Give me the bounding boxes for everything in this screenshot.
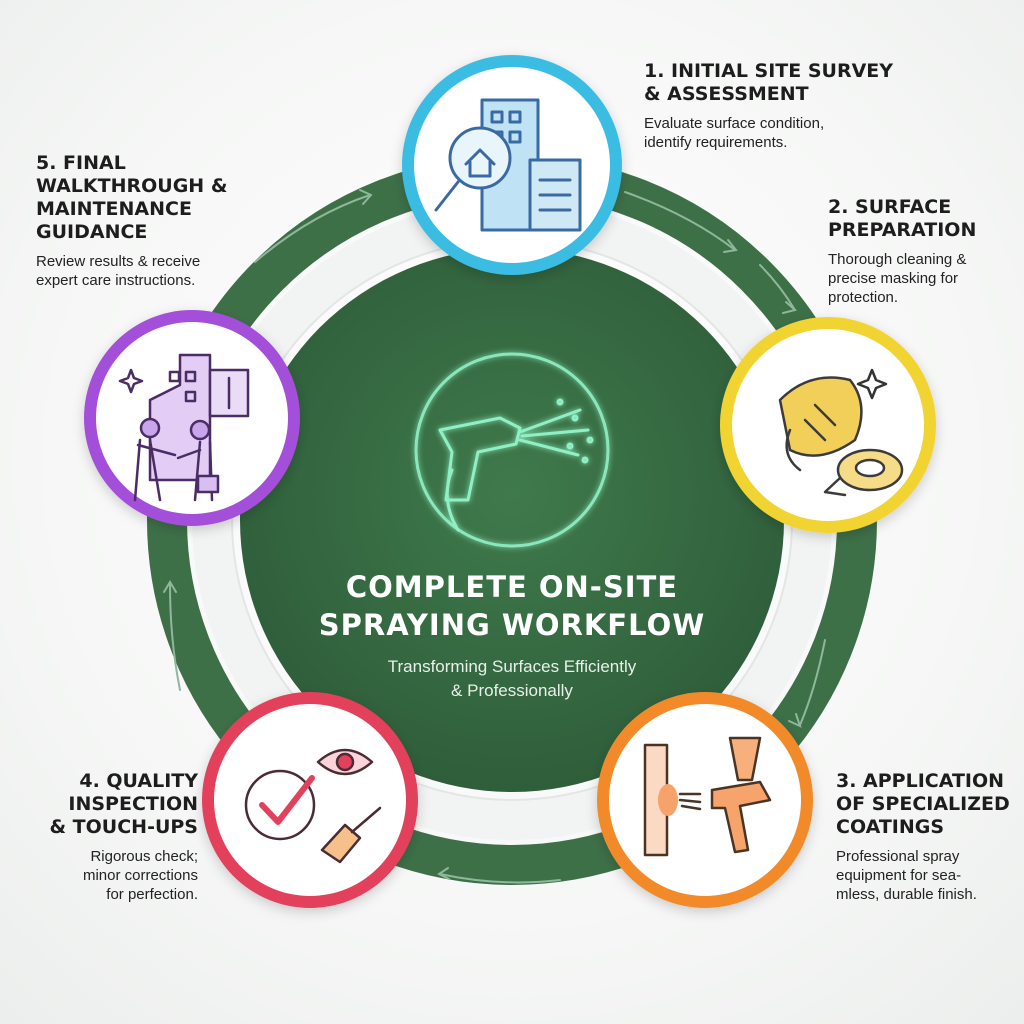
step-desc-line: Review results & receive <box>36 253 201 270</box>
arrow-icon <box>624 191 736 251</box>
step-title-line: 4. QUALITY <box>79 770 198 792</box>
step-description: Rigorous check; minor corrections for pe… <box>18 847 198 904</box>
step-title-line: GUIDANCE <box>36 221 148 243</box>
step-title-line: & TOUCH-UPS <box>49 816 199 838</box>
spray-gun-icon <box>643 736 772 857</box>
center-disc <box>240 248 784 792</box>
step-desc-line: Thorough cleaning & <box>828 251 967 268</box>
cycle-arrows <box>163 189 826 884</box>
step-title: 3. APPLICATION OF SPECIALIZED COATINGS <box>836 770 1018 839</box>
step-desc-line: for perfection. <box>106 886 198 903</box>
cleaning-masking-icon <box>778 368 904 497</box>
step-description: Review results & receive expert care ins… <box>36 252 256 290</box>
step-4-label: 4. QUALITY INSPECTION & TOUCH-UPS Rigoro… <box>18 770 199 904</box>
step-title: 5. FINAL WALKTHROUGH & MAINTENANCE GUIDA… <box>36 152 256 244</box>
step-title-line: PREPARATION <box>828 219 977 241</box>
survey-magnifier-icon <box>434 98 582 232</box>
step-title: 1. INITIAL SITE SURVEY & ASSESSMENT <box>644 60 924 106</box>
step-description: Professional spray equipment for sea- ml… <box>836 847 1018 904</box>
step-desc-line: Rigorous check; <box>90 848 198 865</box>
step-desc-line: protection. <box>828 289 899 306</box>
step-desc-line: identify requirements. <box>644 134 788 151</box>
step-3-label: 3. APPLICATION OF SPECIALIZED COATINGS P… <box>836 770 1018 904</box>
center-title: COMPLETE ON-SITE SPRAYING WORKFLOW <box>262 568 762 644</box>
arrow-icon <box>169 584 181 691</box>
center-subtitle: Transforming Surfaces Efficiently & Prof… <box>262 655 762 703</box>
step-1-label: 1. INITIAL SITE SURVEY & ASSESSMENT Eval… <box>644 60 924 152</box>
step-title-line: COATINGS <box>836 816 945 838</box>
step-desc-line: equipment for sea- <box>836 867 962 884</box>
arrow-icon <box>799 639 826 726</box>
step-title-line: 5. FINAL <box>36 152 126 174</box>
arrow-icon <box>439 873 561 884</box>
step-5-label: 5. FINAL WALKTHROUGH & MAINTENANCE GUIDA… <box>36 152 256 290</box>
step-title-line: & ASSESSMENT <box>644 83 809 105</box>
step-2-label: 2. SURFACE PREPARATION Thorough cleaning… <box>828 196 1008 307</box>
step-title-line: 2. SURFACE <box>828 196 952 218</box>
inspection-check-icon <box>244 748 382 864</box>
step-title: 4. QUALITY INSPECTION & TOUCH-UPS <box>18 770 199 839</box>
step-desc-line: mless, durable finish. <box>836 886 977 903</box>
step-desc-line: Professional spray <box>836 848 960 865</box>
step-title-line: 1. INITIAL SITE SURVEY <box>644 60 894 82</box>
center-subtitle-line: & Professionally <box>451 681 573 700</box>
step-title-line: INSPECTION <box>68 793 198 815</box>
center-title-line: SPRAYING WORKFLOW <box>318 608 706 642</box>
center-subtitle-line: Transforming Surfaces Efficiently <box>387 657 637 676</box>
center-title-line: COMPLETE ON-SITE <box>345 570 679 604</box>
step-title-line: WALKTHROUGH & <box>36 175 228 197</box>
step-desc-line: expert care instructions. <box>36 272 196 289</box>
step-description: Evaluate surface condition, identify req… <box>644 114 924 152</box>
center-spray-icon <box>414 352 610 548</box>
step-desc-line: Evaluate surface condition, <box>644 115 825 132</box>
step-description: Thorough cleaning & precise masking for … <box>828 250 1008 307</box>
step-desc-line: precise masking for <box>828 270 959 287</box>
arrow-icon <box>254 194 371 263</box>
step-title: 2. SURFACE PREPARATION <box>828 196 1008 242</box>
arrow-icon <box>759 264 796 311</box>
step-4-node <box>202 692 418 908</box>
step-title-line: MAINTENANCE <box>36 198 192 220</box>
step-desc-line: minor corrections <box>82 867 198 884</box>
step-title-line: 3. APPLICATION <box>836 770 1005 792</box>
step-title-line: OF SPECIALIZED <box>836 793 1010 815</box>
step-3-node <box>597 692 813 908</box>
handshake-guidance-icon <box>118 353 250 502</box>
